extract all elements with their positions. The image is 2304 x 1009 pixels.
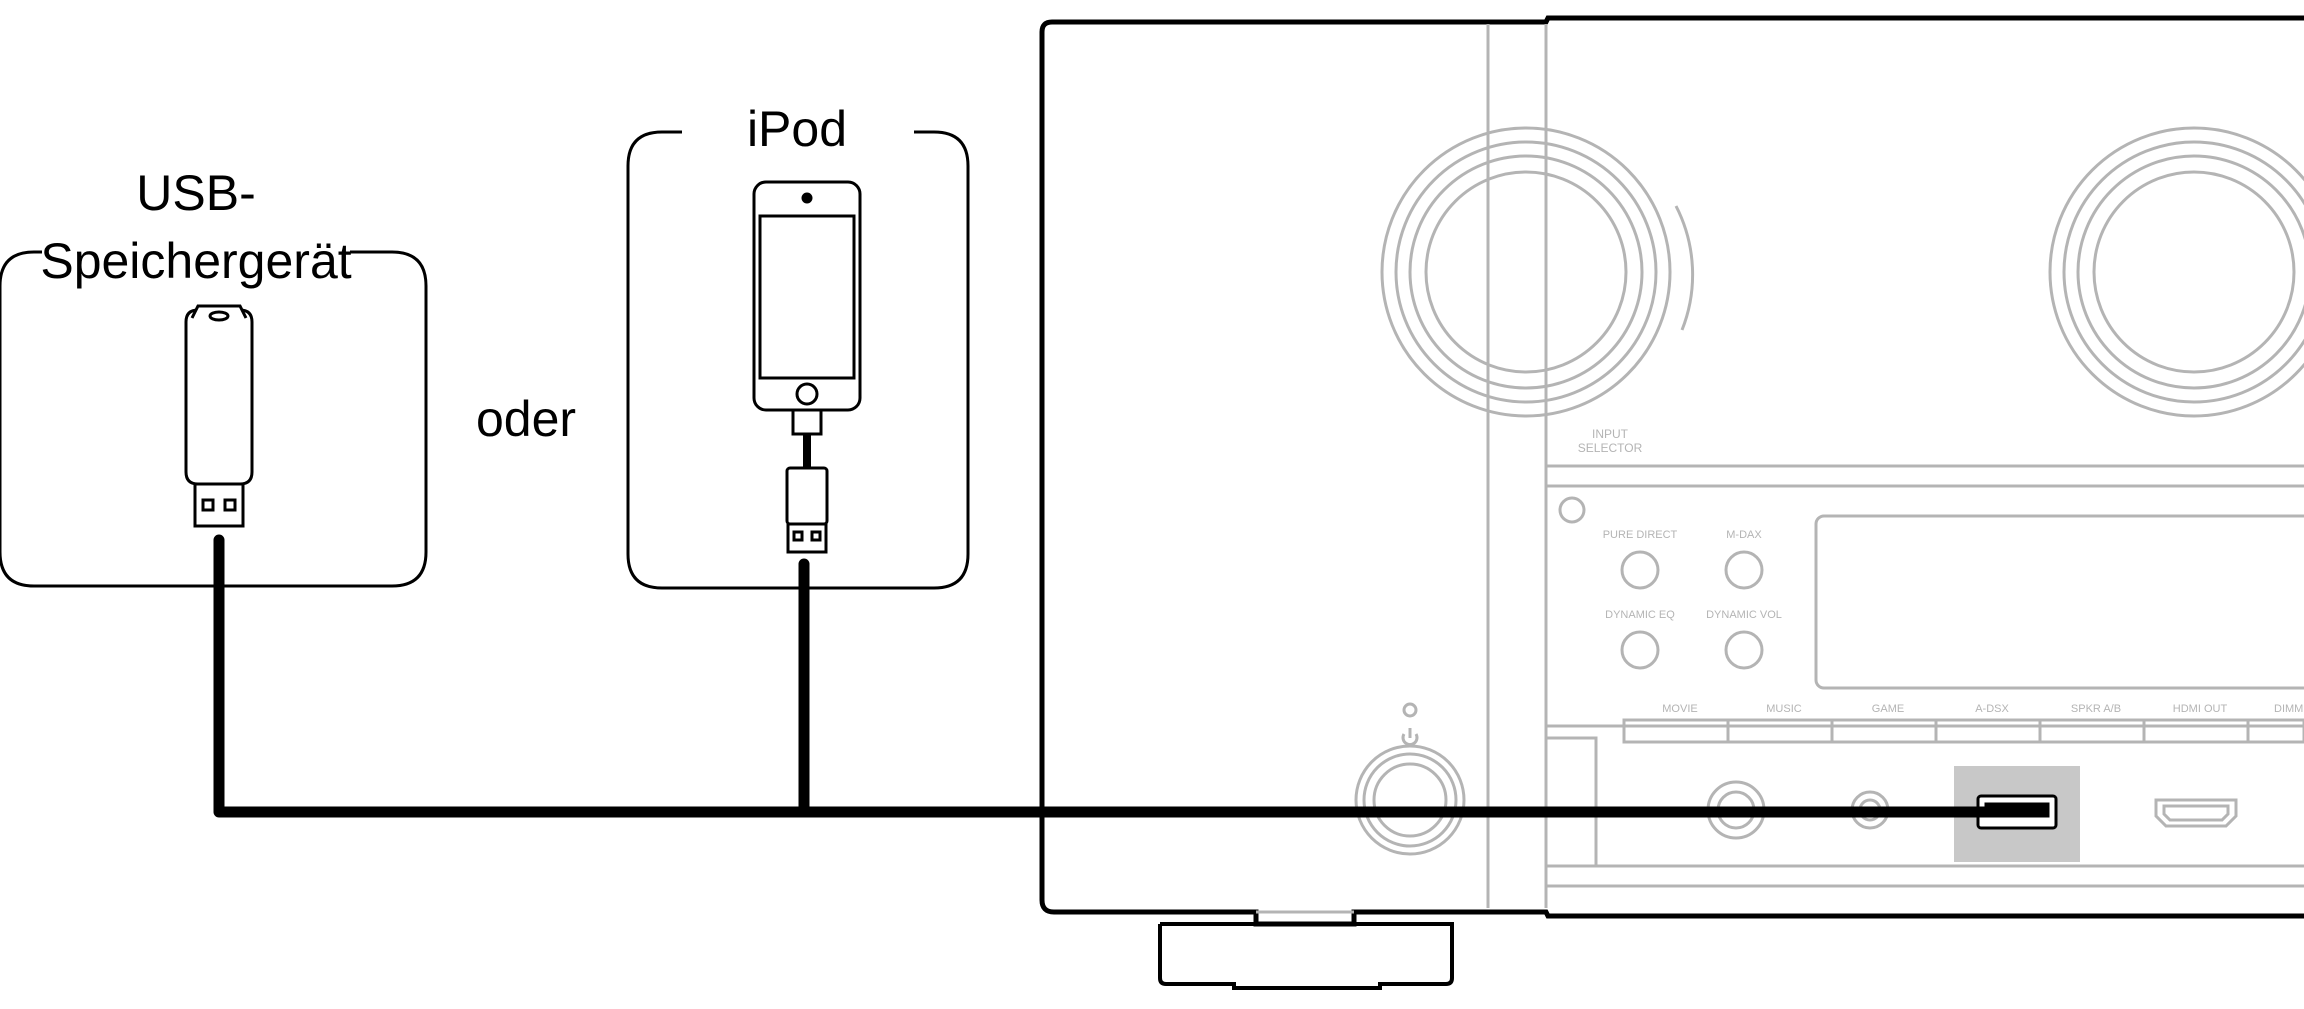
pure-direct-label: PURE DIRECT <box>1603 529 1678 541</box>
input-selector-label-line1: INPUT <box>1592 427 1629 441</box>
music-button-label: MUSIC <box>1766 703 1802 715</box>
ipod-label: iPod <box>747 101 847 157</box>
receiver-front-panel: INPUT SELECTOR PURE DIRECT M-DAX DYNAMIC… <box>1039 15 2304 990</box>
usb-stick-icon <box>184 304 254 528</box>
oder-text: oder <box>476 391 576 447</box>
ipod-panel: iPod <box>626 101 970 590</box>
usb-device-label-line2: Speichergerät <box>40 233 351 289</box>
usb-device-label-line1: USB- <box>136 165 255 221</box>
usb-device-panel: USB- Speichergerät <box>0 165 428 588</box>
spkr-ab-button-label: SPKR A/B <box>2071 703 2121 715</box>
hdmi-out-button-label: HDMI OUT <box>2173 703 2228 715</box>
dynamic-eq-label: DYNAMIC EQ <box>1605 609 1675 621</box>
game-button-label: GAME <box>1872 703 1904 715</box>
ipod-icon <box>752 180 862 554</box>
usb-cable <box>213 534 2000 818</box>
a-dsx-button-label: A-DSX <box>1975 703 2009 715</box>
dynamic-vol-label: DYNAMIC VOL <box>1706 609 1782 621</box>
m-dax-label: M-DAX <box>1726 529 1762 541</box>
dimmer-button-label: DIMM <box>2274 703 2303 715</box>
movie-button-label: MOVIE <box>1662 703 1697 715</box>
input-selector-label-line2: SELECTOR <box>1578 441 1643 455</box>
